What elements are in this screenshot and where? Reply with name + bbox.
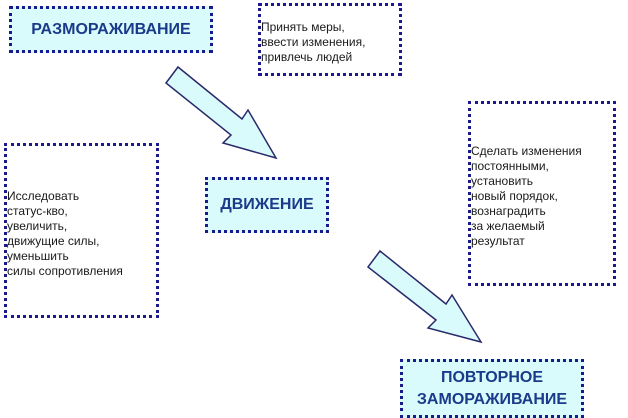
- stage-movement: ДВИЖЕНИЕ: [205, 177, 329, 233]
- note-line: уменьшить: [7, 248, 69, 263]
- note-line: за желаемый: [471, 219, 545, 233]
- note-line: привлечь людей: [261, 50, 353, 64]
- note-line: Принять меры,: [261, 20, 345, 34]
- note-unfreezing-actions: Исследовать статус-кво, увеличить, движу…: [4, 143, 159, 318]
- stage-unfreezing-label: РАЗМОРАЖИВАНИЕ: [31, 20, 191, 38]
- note-line: вознаградить: [471, 204, 546, 218]
- note-line: установить: [471, 174, 534, 188]
- note-line: статус-кво,: [7, 203, 68, 218]
- stage-refreezing: ПОВТОРНОЕ ЗАМОРАЖИВАНИЕ: [400, 359, 584, 418]
- note-line: Сделать изменения: [471, 144, 582, 158]
- note-line: Исследовать: [7, 188, 80, 203]
- note-refreezing-actions: Сделать изменения постоянными, установит…: [468, 101, 616, 286]
- note-line: новый порядок,: [471, 189, 558, 203]
- stage-unfreezing: РАЗМОРАЖИВАНИЕ: [9, 6, 213, 53]
- note-movement-actions: Принять меры, ввести изменения, привлечь…: [258, 3, 402, 76]
- stage-refreezing-label-line: ПОВТОРНОЕ: [440, 368, 544, 386]
- note-line: постоянными,: [471, 159, 549, 173]
- note-line: ввести изменения,: [261, 35, 366, 49]
- note-line: силы сопротивления: [7, 263, 123, 278]
- note-line: увеличить,: [7, 218, 68, 233]
- note-line: движущие силы,: [7, 233, 100, 248]
- note-line: результат: [471, 234, 525, 248]
- arrow-unfreezing-to-movement: [164, 65, 278, 160]
- stage-movement-label: ДВИЖЕНИЕ: [220, 196, 314, 213]
- stage-refreezing-label-line: ЗАМОРАЖИВАНИЕ: [416, 390, 568, 408]
- arrow-movement-to-refreezing: [366, 249, 483, 344]
